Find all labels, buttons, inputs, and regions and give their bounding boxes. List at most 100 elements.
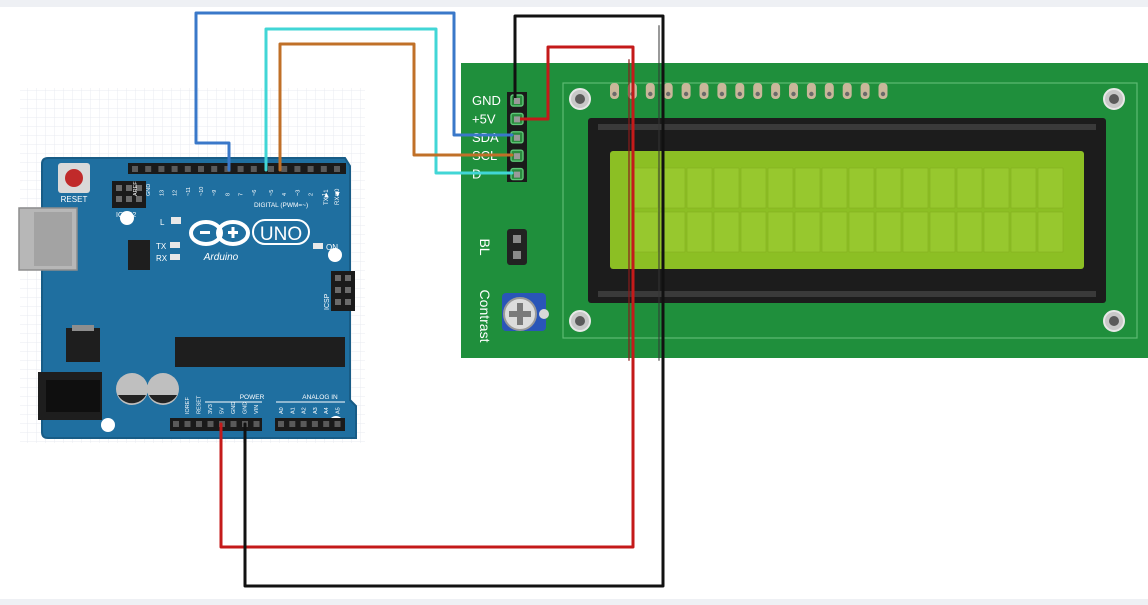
bottom-band	[0, 599, 1148, 605]
digital-pin[interactable]	[158, 166, 165, 172]
lcd-pad-hole	[755, 91, 760, 97]
rx-label: RX	[156, 254, 168, 263]
bl-label: BL	[477, 238, 493, 255]
analog-pin[interactable]	[278, 421, 284, 427]
analog-pin[interactable]	[323, 421, 330, 427]
digital-pin-label: ~5	[269, 190, 275, 196]
digital-pin[interactable]	[198, 166, 204, 172]
wire-scl-orange[interactable]	[278, 42, 514, 172]
digital-pin[interactable]	[250, 166, 257, 172]
reset-label: RESET	[61, 195, 88, 204]
digital-pin-label: 8	[225, 193, 231, 196]
power-pin-label: IOREF	[185, 397, 191, 414]
digital-pin-label: 2	[309, 193, 315, 196]
icsp-label: ICSP	[324, 293, 331, 310]
icsp2-pin	[136, 185, 142, 191]
lcd-char-cell	[686, 167, 713, 209]
analog-pin[interactable]	[334, 421, 341, 427]
wire-gnd-black[interactable]	[243, 14, 665, 588]
lcd-char-cell	[875, 211, 902, 253]
lcd-char-cell	[1037, 167, 1064, 209]
lcd-pad	[699, 83, 709, 99]
lcd-pin-label: GND	[472, 93, 501, 108]
l-label: L	[160, 218, 165, 227]
lcd-pad	[717, 83, 727, 99]
lcd-char-cell	[632, 211, 659, 253]
uno-logo-text: UNO	[260, 224, 302, 245]
lcd-pin-tip	[514, 153, 520, 160]
reset-button[interactable]	[58, 163, 90, 193]
icsp2-pin	[116, 196, 122, 202]
icsp2-pin	[126, 196, 132, 202]
power-pin[interactable]	[230, 421, 237, 427]
contrast-potentiometer[interactable]	[502, 293, 549, 331]
lcd-char-cell	[713, 167, 740, 209]
lcd-pad-hole	[648, 91, 653, 97]
lcd-char-cell	[875, 167, 902, 209]
power-pin-label: 3V3	[208, 404, 214, 414]
icsp-header	[331, 271, 355, 311]
wire-sda-blue[interactable]	[194, 11, 514, 172]
lcd-char-cell	[632, 167, 659, 209]
lcd-pad	[663, 83, 673, 99]
digital-pin[interactable]	[320, 166, 327, 172]
lcd-char-cell	[1037, 211, 1064, 253]
analog-pin[interactable]	[289, 421, 296, 427]
lcd-char-cell	[740, 211, 767, 253]
digital-pin-label: ~6	[252, 190, 258, 196]
power-label: POWER	[240, 394, 265, 401]
lcd-char-cell	[794, 167, 821, 209]
analog-pin[interactable]	[300, 421, 307, 427]
wire-d-cyan[interactable]	[264, 27, 514, 175]
lcd-pad-hole	[701, 91, 707, 97]
icsp-pin	[335, 287, 341, 293]
atmega-chip	[175, 337, 345, 367]
arduino-pcb	[41, 157, 357, 439]
power-pin[interactable]	[173, 421, 179, 427]
icsp-pin	[335, 275, 341, 281]
lcd-character-cells	[632, 167, 1064, 253]
digital-pin-label: 4	[282, 193, 288, 196]
analog-pin-label: A5	[336, 407, 342, 414]
digital-pin[interactable]	[145, 166, 152, 172]
lcd-pad	[753, 83, 763, 99]
icsp-pin	[345, 299, 351, 305]
analog-pin-label: A2	[302, 407, 308, 414]
power-pin-label: GND	[243, 402, 249, 414]
brand-logo-text: Arduino	[203, 252, 239, 263]
power-pin[interactable]	[207, 421, 214, 427]
digital-pin-label: 12	[173, 190, 179, 196]
lcd-module	[461, 63, 1148, 358]
lcd-pin-tip	[514, 98, 520, 104]
analog-pin[interactable]	[311, 421, 318, 427]
digital-pin[interactable]	[224, 166, 231, 172]
lcd-pad-hole	[845, 91, 850, 97]
wire-5v-red[interactable]	[219, 45, 635, 549]
digital-pin[interactable]	[211, 166, 218, 172]
power-pin[interactable]	[184, 421, 191, 427]
power-pin[interactable]	[196, 421, 202, 427]
analog-pin-label: A0	[279, 407, 285, 414]
digital-pin[interactable]	[294, 166, 301, 172]
lcd-char-cell	[767, 211, 794, 253]
digital-pin[interactable]	[334, 166, 340, 172]
digital-pin[interactable]	[268, 166, 274, 172]
lcd-char-cell	[956, 167, 983, 209]
digital-pin[interactable]	[132, 166, 138, 172]
lcd-pad-hole	[666, 91, 671, 97]
digital-pin[interactable]	[281, 166, 288, 172]
lcd-pad	[842, 83, 852, 99]
digital-label: DIGITAL (PWM=~)	[254, 202, 308, 209]
digital-pin[interactable]	[307, 166, 314, 172]
analog-label: ANALOG IN	[302, 394, 338, 401]
lcd-char-cell	[848, 211, 875, 253]
power-pin[interactable]	[253, 421, 260, 427]
digital-pin-label: ~3	[295, 190, 301, 196]
power-pin-label: 5V	[220, 407, 226, 414]
digital-pin[interactable]	[237, 166, 244, 172]
digital-pin[interactable]	[171, 166, 178, 172]
digital-pin-label: 0	[335, 193, 341, 196]
digital-pin[interactable]	[184, 166, 191, 172]
